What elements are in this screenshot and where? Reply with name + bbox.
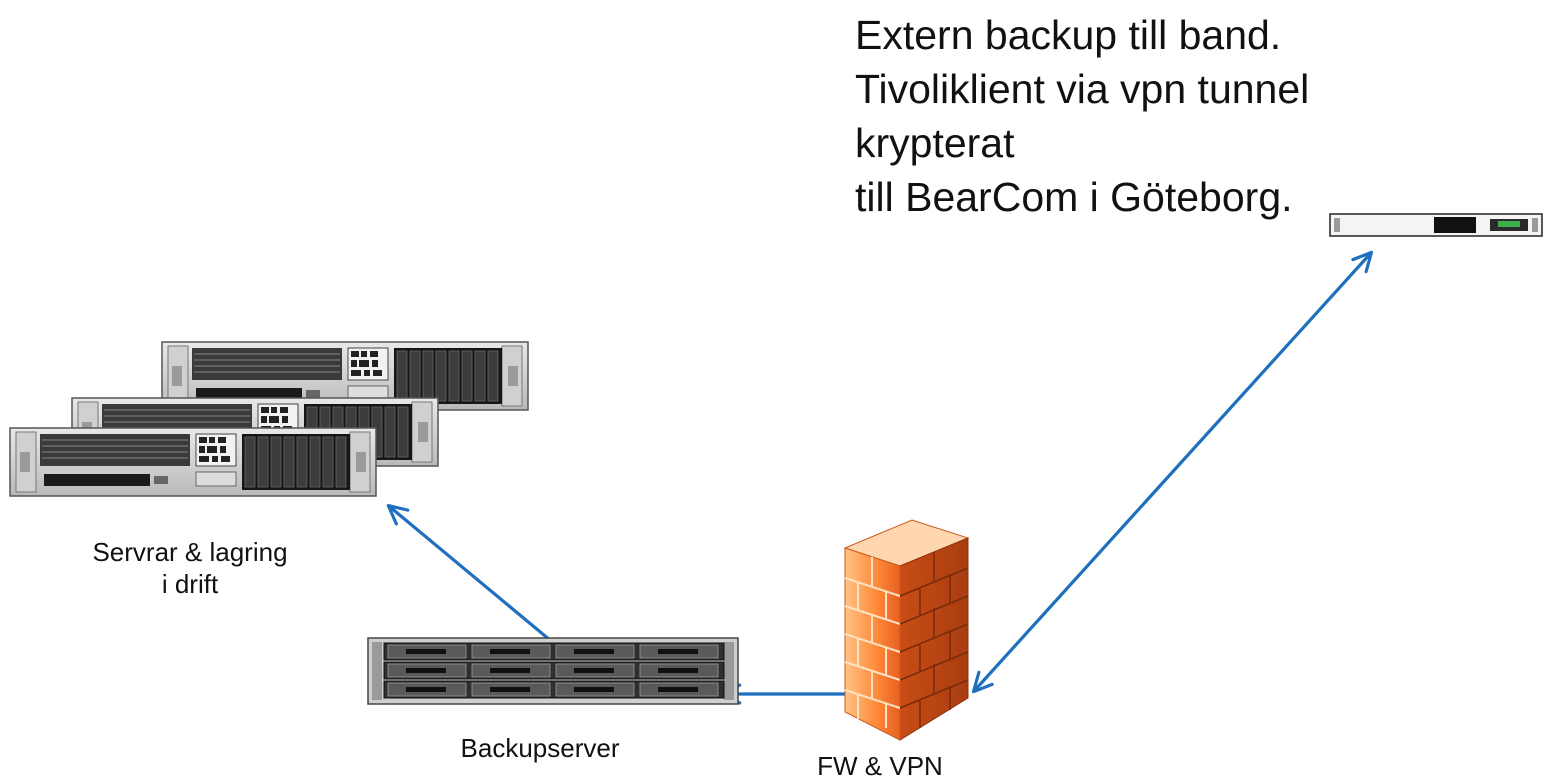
rack-server-icon — [9, 341, 529, 497]
servers-label-line-1: Servrar & lagring — [92, 537, 288, 567]
servers-label-line-2: i drift — [161, 569, 219, 599]
firewall-label: FW & VPN — [817, 751, 943, 781]
remote-tape-1u — [1329, 213, 1543, 237]
note-line-1: Extern backup till band. — [855, 12, 1282, 58]
servers-label: Servrar & lagring i drift — [40, 536, 340, 600]
backupserver-label: Backupserver — [460, 733, 620, 763]
servers-backup-link — [386, 503, 578, 664]
firewall-icon — [843, 519, 970, 741]
storage-array-icon — [367, 637, 739, 705]
backup-note: Extern backup till band. Tivoliklient vi… — [855, 8, 1535, 224]
note-line-3: krypterat — [855, 120, 1015, 166]
note-line-2: Tivoliklient via vpn tunnel — [855, 66, 1310, 112]
note-line-4: till BearCom i Göteborg. — [855, 174, 1293, 220]
firewall-remote-link — [971, 250, 1374, 694]
